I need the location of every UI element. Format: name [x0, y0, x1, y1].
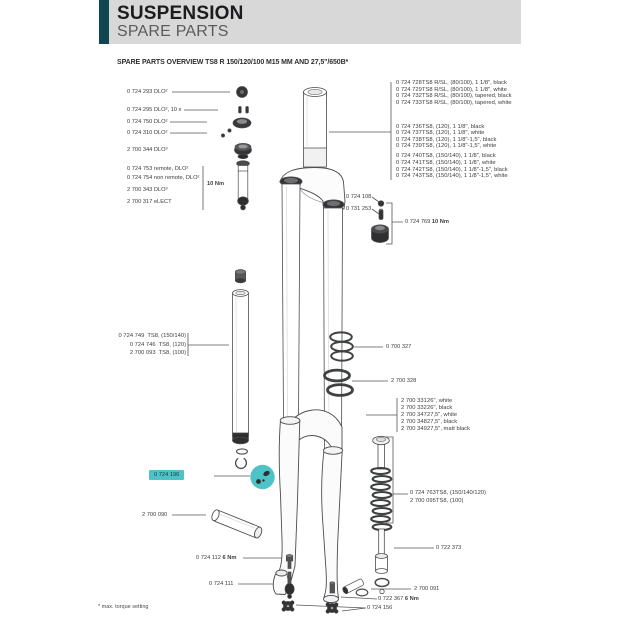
- axle-cap-cross-left: [281, 600, 295, 612]
- thru-axle-illustration: [211, 509, 263, 539]
- crown-cap-parts-illustration: [371, 200, 389, 243]
- page-title: SUSPENSION: [117, 3, 244, 24]
- axle-cap-cross-right: [325, 602, 339, 614]
- page-header: SUSPENSION SPARE PARTS: [99, 0, 521, 44]
- fork-lowers-illustration: [272, 409, 344, 604]
- brand-accent-bar: [99, 0, 109, 44]
- stanchion-spare-illustration: [232, 269, 249, 470]
- steerer-tube-illustration: [303, 87, 327, 168]
- top-cap-bracket: [386, 202, 403, 245]
- circlip-ring: [234, 456, 248, 470]
- top-cap-parts-illustration: [221, 86, 252, 211]
- steerer-options-bracket: [329, 82, 392, 180]
- spring-options-bracket: [386, 436, 408, 524]
- leader-lines: [170, 82, 434, 612]
- label-0724196-highlighted[interactable]: 0 724 196: [149, 470, 185, 480]
- coil-spring-parts-illustration: [370, 435, 393, 595]
- stanchion-options-bracket: [187, 333, 229, 356]
- dropout-bolt-parts-illustration: [281, 554, 369, 614]
- page-subtitle: SPARE PARTS: [117, 23, 229, 40]
- wheel-options-bracket: [366, 398, 398, 432]
- section-title: SPARE PARTS OVERVIEW TS8 R 150/120/100 M…: [117, 59, 349, 66]
- footnote: * max. torque setting: [98, 604, 149, 610]
- pinch-bolt: [342, 578, 364, 594]
- coil-spring: [370, 466, 393, 532]
- highlighted-part-hotspot[interactable]: [250, 464, 275, 490]
- seal-ring-parts-illustration: [323, 331, 354, 397]
